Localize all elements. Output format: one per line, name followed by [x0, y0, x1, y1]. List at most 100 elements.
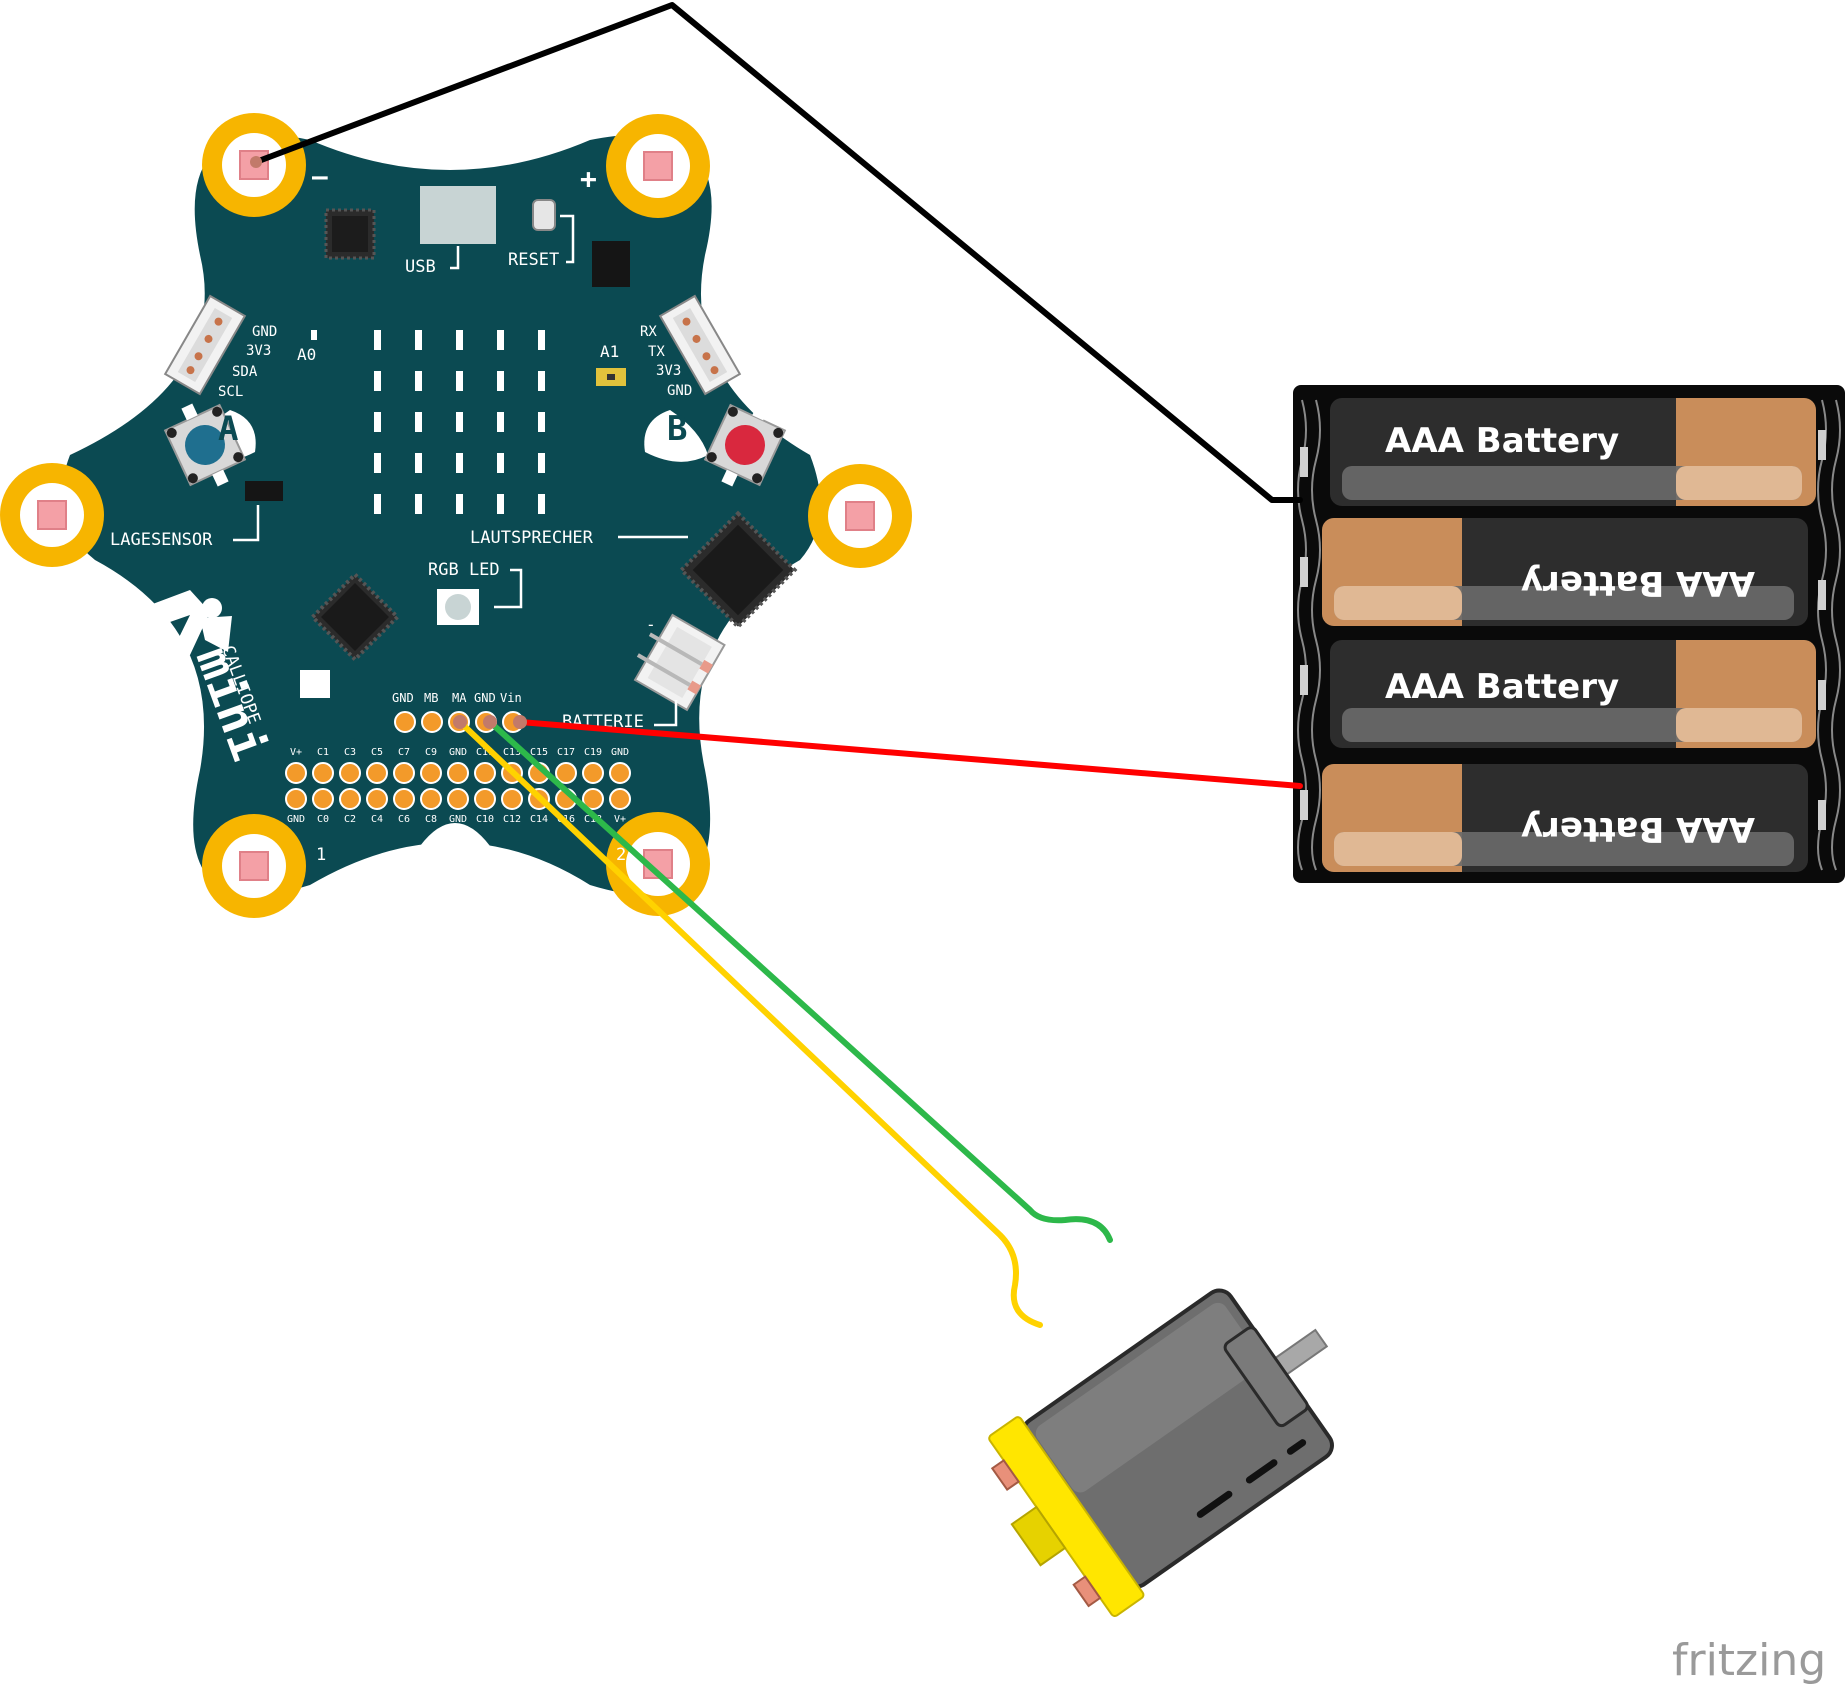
led-0-4 — [538, 330, 545, 350]
led-1-2 — [456, 371, 463, 391]
header-bottom-label: C8 — [425, 814, 437, 825]
wire-black[interactable] — [253, 2, 1303, 503]
led-4-3 — [497, 494, 504, 514]
header-bottom-label: C14 — [530, 814, 548, 825]
motor-pin-label-mb: MB — [424, 691, 438, 705]
battery-cell-4-label: AAA Battery — [1521, 809, 1755, 849]
wire-red[interactable] — [517, 719, 1303, 789]
led-2-2 — [456, 412, 463, 432]
battery-cell-2: AAA Battery — [1322, 518, 1808, 626]
header-pin-0-0[interactable] — [285, 762, 307, 784]
lagesensor-chip — [245, 481, 283, 501]
header-pin-0-5[interactable] — [420, 762, 442, 784]
header-pin-0-11[interactable] — [582, 762, 604, 784]
header-pin-1-11[interactable] — [582, 788, 604, 810]
led-3-2 — [456, 453, 463, 473]
board-notch — [420, 823, 490, 846]
reset-button[interactable] — [532, 199, 556, 231]
pad-3-label: 3 — [816, 558, 826, 578]
header-pin-1-1[interactable] — [312, 788, 334, 810]
header-bottom-label: GND — [449, 814, 467, 825]
header-bottom-label: C12 — [503, 814, 521, 825]
header-top-label: V+ — [290, 747, 302, 758]
header-pin-0-1[interactable] — [312, 762, 334, 784]
pad-plus[interactable] — [606, 114, 710, 218]
led-4-0 — [374, 494, 381, 514]
a0-label: A0 — [297, 345, 316, 364]
pad-0[interactable] — [0, 463, 104, 567]
header-bottom-label: C2 — [344, 814, 356, 825]
left-grove-connector — [163, 294, 247, 396]
header-pin-1-12[interactable] — [609, 788, 631, 810]
battery-cell-4: AAA Battery — [1322, 764, 1808, 872]
header-pin-0-10[interactable] — [555, 762, 577, 784]
header-pin-0-3[interactable] — [366, 762, 388, 784]
wire-green[interactable] — [487, 719, 1113, 1243]
header-pin-0-7[interactable] — [474, 762, 496, 784]
led-3-4 — [538, 453, 545, 473]
header-top-label: C13 — [503, 747, 521, 758]
wire-yellow[interactable] — [457, 719, 1043, 1328]
header-pin-0-2[interactable] — [339, 762, 361, 784]
motor-pin-1[interactable] — [421, 711, 443, 733]
header-pin-1-7[interactable] — [474, 788, 496, 810]
header-bottom-label: C0 — [317, 814, 329, 825]
led-1-0 — [374, 371, 381, 391]
battery-cell-1-label: AAA Battery — [1385, 421, 1619, 461]
right-conn-tx: TX — [648, 344, 665, 360]
led-4-4 — [538, 494, 545, 514]
reset-label: RESET — [508, 250, 559, 270]
header-pin-0-4[interactable] — [393, 762, 415, 784]
motor-terminal-2[interactable] — [1072, 1575, 1102, 1608]
header-pin-0-12[interactable] — [609, 762, 631, 784]
led-2-4 — [538, 412, 545, 432]
lagesensor-marker — [233, 505, 260, 542]
rgb-led-marker — [494, 568, 523, 609]
led-2-3 — [497, 412, 504, 432]
left-conn-scl: SCL — [218, 384, 243, 400]
battery-holder — [1293, 385, 1845, 883]
button-a[interactable] — [160, 393, 256, 496]
pad-1-label: 1 — [316, 845, 326, 865]
pad-2-label: 2 — [616, 845, 626, 865]
header-pin-1-2[interactable] — [339, 788, 361, 810]
header-pin-1-6[interactable] — [447, 788, 469, 810]
header-pin-1-5[interactable] — [420, 788, 442, 810]
header-bottom-label: C18 — [584, 814, 602, 825]
left-conn-gnd: GND — [252, 324, 277, 340]
left-conn-3v3: 3V3 — [246, 343, 271, 359]
usb-port[interactable] — [420, 186, 496, 244]
header-pin-1-4[interactable] — [393, 788, 415, 810]
pad-3[interactable] — [808, 464, 912, 568]
pad-1[interactable] — [202, 814, 306, 918]
header-bottom-label: GND — [287, 814, 305, 825]
led-1-3 — [497, 371, 504, 391]
motor-pin-label-gnd: GND — [392, 691, 414, 705]
fritzing-watermark: fritzing — [1672, 1635, 1826, 1686]
rgb-led-label: RGB LED — [428, 560, 500, 580]
dc-motor — [988, 1288, 1334, 1618]
wires — [250, 2, 1303, 1328]
a0-marker — [311, 330, 317, 340]
pad-0-label: 0 — [86, 558, 96, 578]
motor-pin-0[interactable] — [394, 711, 416, 733]
button-b[interactable] — [644, 393, 790, 496]
battery-cell-2-label: AAA Battery — [1521, 563, 1755, 603]
black-component — [592, 241, 630, 287]
pad-2[interactable] — [606, 812, 710, 916]
header-pin-1-0[interactable] — [285, 788, 307, 810]
battery-connector — [633, 613, 726, 712]
header-bottom-label: C10 — [476, 814, 494, 825]
lagesensor-label: LAGESENSOR — [110, 530, 213, 550]
header-pin-1-3[interactable] — [366, 788, 388, 810]
reset-marker — [560, 214, 575, 264]
header-pin-0-6[interactable] — [447, 762, 469, 784]
header-pin-1-8[interactable] — [501, 788, 523, 810]
processor-chip — [324, 208, 376, 260]
calliope-logo-icon — [150, 590, 232, 660]
led-4-1 — [415, 494, 422, 514]
button-b-label: B — [667, 409, 687, 449]
motor-terminal-1[interactable] — [990, 1458, 1021, 1492]
led-2-0 — [374, 412, 381, 432]
